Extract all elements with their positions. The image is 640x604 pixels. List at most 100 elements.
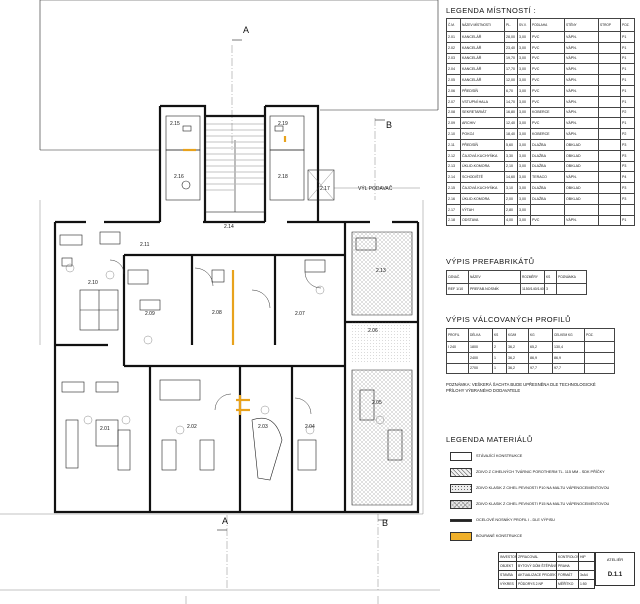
legend_rooms-cell: P1 xyxy=(620,52,635,65)
prefab-title: VÝPIS PREFABRIKÁTŮ xyxy=(446,257,535,266)
material-label: ZDIVO KLASIK Z CIHEL PEVNOSTI P15 NA MAL… xyxy=(476,502,610,506)
legend_rooms-cell: P3 xyxy=(620,149,635,162)
legend_rooms-cell: 2.03 xyxy=(446,52,461,65)
legend_rooms-cell: 12,40 xyxy=(504,117,518,130)
legend_rooms-cell: ČAJOVÁ KUCHYŇKA xyxy=(460,182,505,194)
legend_rooms-cell: P3 xyxy=(620,160,635,173)
legend_rooms-cell xyxy=(598,128,621,140)
profiles-header-cell: KG xyxy=(528,328,553,342)
title-block: INVESTORZPRACOVALKONTROLOVALHIPOBJEKTBYT… xyxy=(498,552,636,600)
legend_rooms-cell: ÚKLID.KOMORA xyxy=(460,192,505,205)
legend_rooms-cell: P1 xyxy=(620,41,635,54)
legend_rooms-cell: 3,00 xyxy=(517,117,531,130)
legend_rooms-cell: P3 xyxy=(620,192,635,205)
entry-note: VÝL PODAVAČ xyxy=(358,185,393,192)
legend_rooms-cell: 14,60 xyxy=(504,171,518,184)
legend_rooms-cell: VÝTAH xyxy=(460,203,505,216)
legend_rooms-cell: 3,00 xyxy=(517,106,531,119)
legend_rooms-cell: OBKLAD xyxy=(564,138,599,151)
profiles-header-cell: POZ. xyxy=(584,328,615,342)
profiles-cell: 36,2 xyxy=(506,341,529,353)
prefab-header-cell: POZNÁMKA xyxy=(556,270,587,284)
title-block-cell: PRAHA xyxy=(556,561,579,571)
legend_rooms-cell: VÁPN. xyxy=(564,171,599,184)
materials-title: LEGENDA MATERIÁLŮ xyxy=(446,435,533,444)
legend_rooms-cell xyxy=(620,203,635,216)
right-service-core xyxy=(269,115,305,201)
legend_rooms-cell: OBKLAD xyxy=(564,160,599,173)
room-2-18: 2.18 xyxy=(278,174,288,180)
profiles-cell: 36,2 xyxy=(506,351,529,364)
room-2-01: 2.01 xyxy=(100,426,110,432)
legend_rooms-cell: VÁPN. xyxy=(564,117,599,130)
legend_rooms-cell: 17,70 xyxy=(504,63,518,76)
legend_rooms-cell xyxy=(598,84,621,97)
legend_rooms-cell: P1 xyxy=(620,117,635,130)
title-block-cell: INVESTOR xyxy=(498,552,517,562)
legend_rooms-cell xyxy=(564,203,599,216)
legend_rooms-cell xyxy=(598,117,621,130)
title-block-logo: ATELIÉR D.1.1 xyxy=(595,552,635,586)
staircase xyxy=(204,115,266,213)
legend_rooms-cell xyxy=(598,95,621,108)
legend_rooms-header-cell: STĚNY xyxy=(564,18,599,32)
prefab-header-cell: NÁZEV xyxy=(468,270,521,284)
legend_rooms-cell: 28,00 xyxy=(504,31,518,43)
legend_rooms-cell xyxy=(598,52,621,65)
legend_rooms-cell: ÚKLID.KOMORA xyxy=(460,160,505,173)
logo-text: ATELIÉR xyxy=(606,557,624,562)
profiles-cell: 65,2 xyxy=(528,341,553,353)
room-2-05: 2.05 xyxy=(372,400,382,406)
legend_rooms-cell: 3,00 xyxy=(517,149,531,162)
prefab-cell: 1150/140/140 xyxy=(520,283,545,295)
legend_rooms-cell: PŘEDSÍŇ xyxy=(460,138,505,151)
legend_rooms-cell xyxy=(598,171,621,184)
section-a-top: A xyxy=(243,25,249,35)
legend_rooms-cell: 2,80 xyxy=(504,203,518,216)
legend_rooms-cell: 3,00 xyxy=(517,95,531,108)
legend_rooms-cell: 2.13 xyxy=(446,160,461,173)
legend_rooms-cell: VÁPN. xyxy=(564,214,599,227)
legend_rooms-cell: KOBERCE xyxy=(530,106,565,119)
legend_rooms-cell: 5,60 xyxy=(504,138,518,151)
legend_rooms-cell: 3,00 xyxy=(517,138,531,151)
profiles-cell xyxy=(584,362,615,375)
section-line-a xyxy=(217,39,242,590)
material-label: OCELOVÉ NOSNÍKY PROFIL I - DLE VÝPISU xyxy=(476,518,555,522)
room-2-07: 2.07 xyxy=(295,311,305,317)
legend_rooms-cell: 2,00 xyxy=(504,192,518,205)
title-block-cell: VÝKRES xyxy=(498,579,517,589)
prefab-header-cell: KS xyxy=(544,270,557,284)
legend_rooms-cell: 2.10 xyxy=(446,128,461,140)
profiles-cell: 86,9 xyxy=(552,351,585,364)
hatched-shaft-upper xyxy=(352,232,412,315)
room-2-08: 2.08 xyxy=(212,310,222,316)
legend_rooms-cell: 3,00 xyxy=(517,74,531,86)
room-2-11: 2.11 xyxy=(140,242,150,248)
material-swatch xyxy=(450,500,472,509)
legend_rooms-cell: OBKLAD xyxy=(564,149,599,162)
profiles-cell: 1 xyxy=(492,351,507,364)
legend_rooms-cell: P1 xyxy=(620,74,635,86)
legend_rooms-cell xyxy=(530,203,565,216)
legend_rooms-cell xyxy=(598,160,621,173)
legend_rooms-cell: 3,00 xyxy=(517,52,531,65)
title-block-cell: HIP xyxy=(578,552,595,562)
title-block-cell: MĚŘÍTKO xyxy=(556,579,579,589)
room-2-14: 2.14 xyxy=(224,224,234,230)
prefab-header-cell: ROZMĚRY xyxy=(520,270,545,284)
legend_rooms-cell: KANCELÁŘ xyxy=(460,41,505,54)
